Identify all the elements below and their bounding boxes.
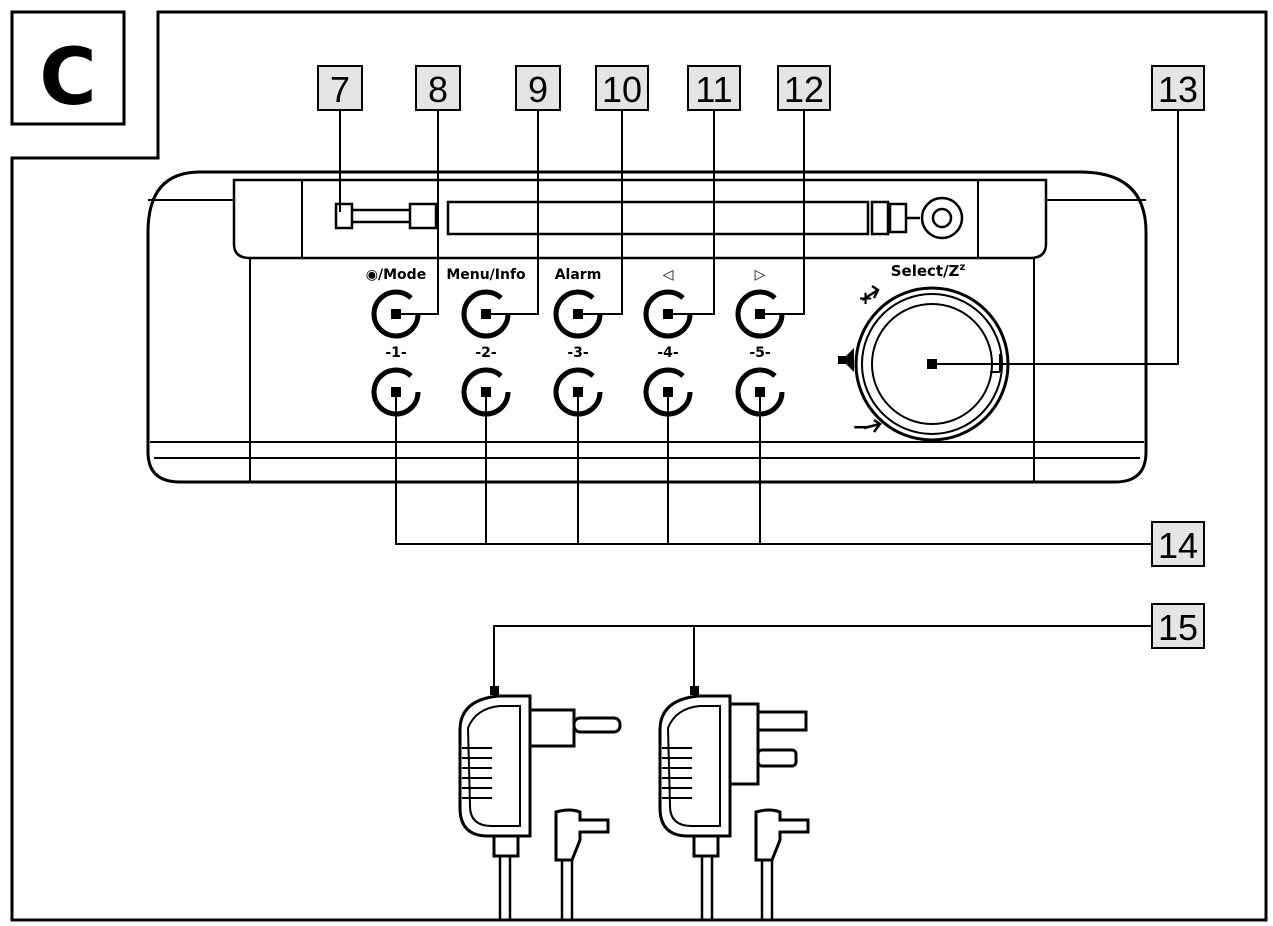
knob-minus: − [852,415,870,440]
radio-body [146,170,1148,484]
volume-arc-arrow-up [861,284,880,302]
adapter-eu-grille [462,747,492,799]
callout-11: 11 [695,69,732,110]
figure-letter: C [39,33,96,123]
preset-label-3: -3- [567,345,589,361]
right-arrow-label: ▷ [755,267,766,283]
left-arrow-label: ◁ [663,267,674,283]
callout-12: 12 [784,69,824,110]
callout-13: 13 [1158,69,1198,110]
speaker-icon [838,348,854,372]
antenna [334,196,964,240]
power-adapter-uk [658,686,810,920]
callout-box-11 [687,65,741,111]
adapter-uk-grille [662,747,692,799]
callout-box-8 [415,65,461,111]
preset-label-1: -1- [385,345,407,361]
callout-box-15 [1151,603,1205,649]
callout-14: 14 [1158,525,1198,566]
leader-lines [339,110,1179,690]
top-buttons: ◉/Mode Menu/Info Alarm ◁ ▷ [366,267,785,339]
figure-letter-box: C [10,10,126,126]
mode-label: /Mode [378,267,426,283]
callout-7: 7 [330,69,350,110]
alarm-label: Alarm [555,267,602,283]
knob-label: Select/Zz [891,262,966,280]
callout-9: 9 [528,69,548,110]
knob-label-text: Select/Z [891,262,960,280]
outer-frame [10,10,1268,922]
callout-8: 8 [428,69,448,110]
callouts: 7 8 9 10 11 12 13 14 15 [317,65,1205,649]
power-mode-label: ◉/Mode [366,267,426,283]
power-adapter-eu [458,686,622,920]
power-icon: ◉ [366,267,378,283]
preset-label-2: -2- [475,345,497,361]
callout-box-13 [1151,65,1205,111]
preset-label-5: -5- [749,345,771,361]
menu-info-label: Menu/Info [446,267,526,283]
preset-label-4: -4- [657,345,679,361]
knob-label-sup: z [959,262,965,273]
volume-arc-arrow-down [863,418,882,433]
callout-box-14 [1151,521,1205,567]
callout-10: 10 [602,69,642,110]
select-knob[interactable]: Select/Zz + − [838,262,1010,442]
callout-15: 15 [1158,607,1198,648]
